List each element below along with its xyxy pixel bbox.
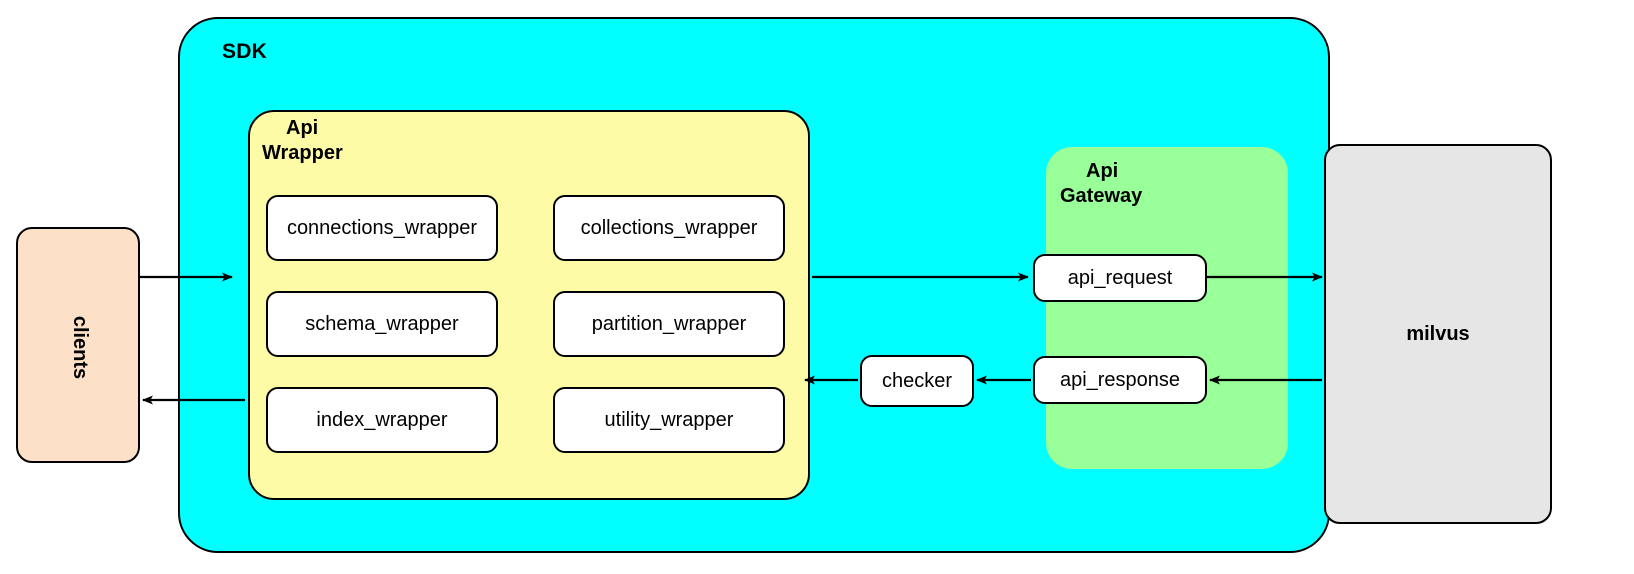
clients-label-text: clients <box>69 315 92 379</box>
node-connections-wrapper[interactable]: connections_wrapper <box>266 195 498 261</box>
clients-box[interactable]: clients <box>16 227 140 463</box>
milvus-box[interactable]: milvus <box>1324 144 1552 524</box>
api-gateway-label-line1: Api <box>1086 160 1119 182</box>
api-gateway-label-line2: Gateway <box>1060 185 1143 207</box>
api-wrapper-label: Api Wrapper <box>262 116 442 166</box>
node-index-wrapper[interactable]: index_wrapper <box>266 387 498 453</box>
node-api-response[interactable]: api_response <box>1033 356 1207 404</box>
api-wrapper-label-line1: Api <box>286 117 319 139</box>
node-collections-wrapper[interactable]: collections_wrapper <box>553 195 785 261</box>
node-partition-wrapper[interactable]: partition_wrapper <box>553 291 785 357</box>
sdk-label: SDK <box>222 40 267 63</box>
api-gateway-container <box>1046 147 1288 469</box>
node-utility-wrapper[interactable]: utility_wrapper <box>553 387 785 453</box>
node-api-request[interactable]: api_request <box>1033 254 1207 302</box>
api-wrapper-label-line2: Wrapper <box>262 142 343 164</box>
node-checker[interactable]: checker <box>860 355 974 407</box>
api-gateway-label: Api Gateway <box>1060 159 1260 209</box>
node-schema-wrapper[interactable]: schema_wrapper <box>266 291 498 357</box>
clients-label: clients <box>18 229 142 465</box>
